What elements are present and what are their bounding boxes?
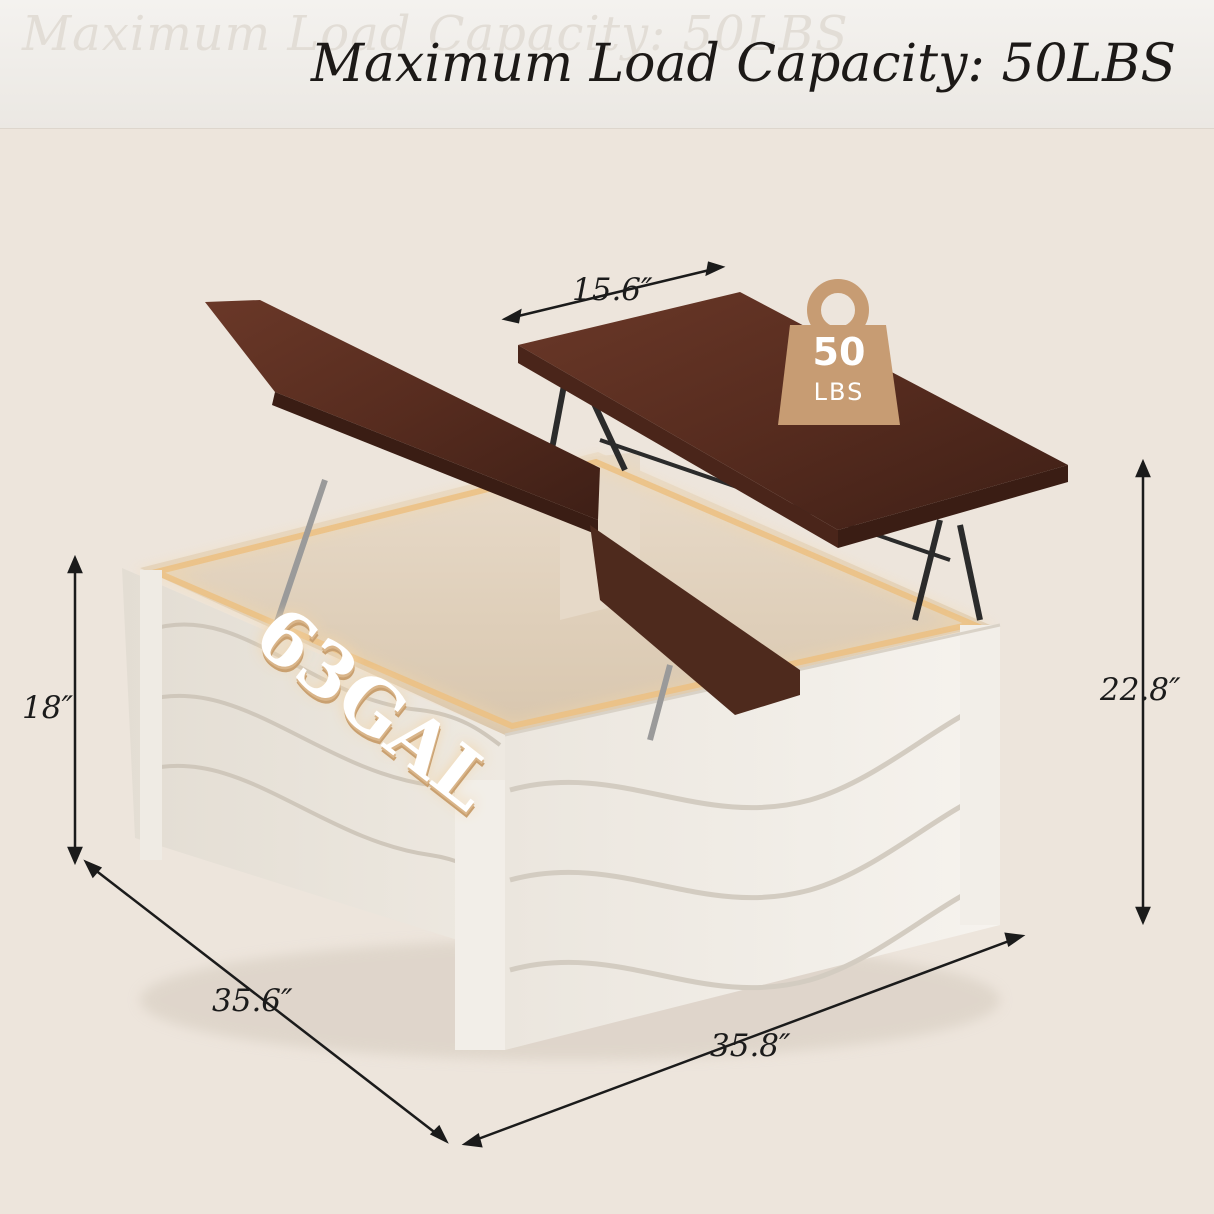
dimension-lifted-height: 22.8″ xyxy=(1100,672,1181,708)
dimension-base-height: 18″ xyxy=(22,690,74,726)
badge-unit: LBS xyxy=(813,378,865,406)
ghost-title-watermark: Maximum Load Capacity: 50LBS xyxy=(22,6,849,62)
dimension-depth: 35.6″ xyxy=(212,983,293,1019)
dimension-lines xyxy=(67,261,1151,1148)
badge-value: 50 xyxy=(812,330,866,374)
header-banner: Maximum Load Capacity: 50LBS Maximum Loa… xyxy=(0,0,1214,129)
dimension-width: 35.8″ xyxy=(710,1028,791,1064)
box-front xyxy=(455,623,1001,1050)
dimension-lift-top-width: 15.6″ xyxy=(572,272,653,308)
weight-icon xyxy=(778,279,900,425)
open-lid xyxy=(205,300,800,741)
page-title: Maximum Load Capacity: 50LBS xyxy=(310,34,1176,94)
